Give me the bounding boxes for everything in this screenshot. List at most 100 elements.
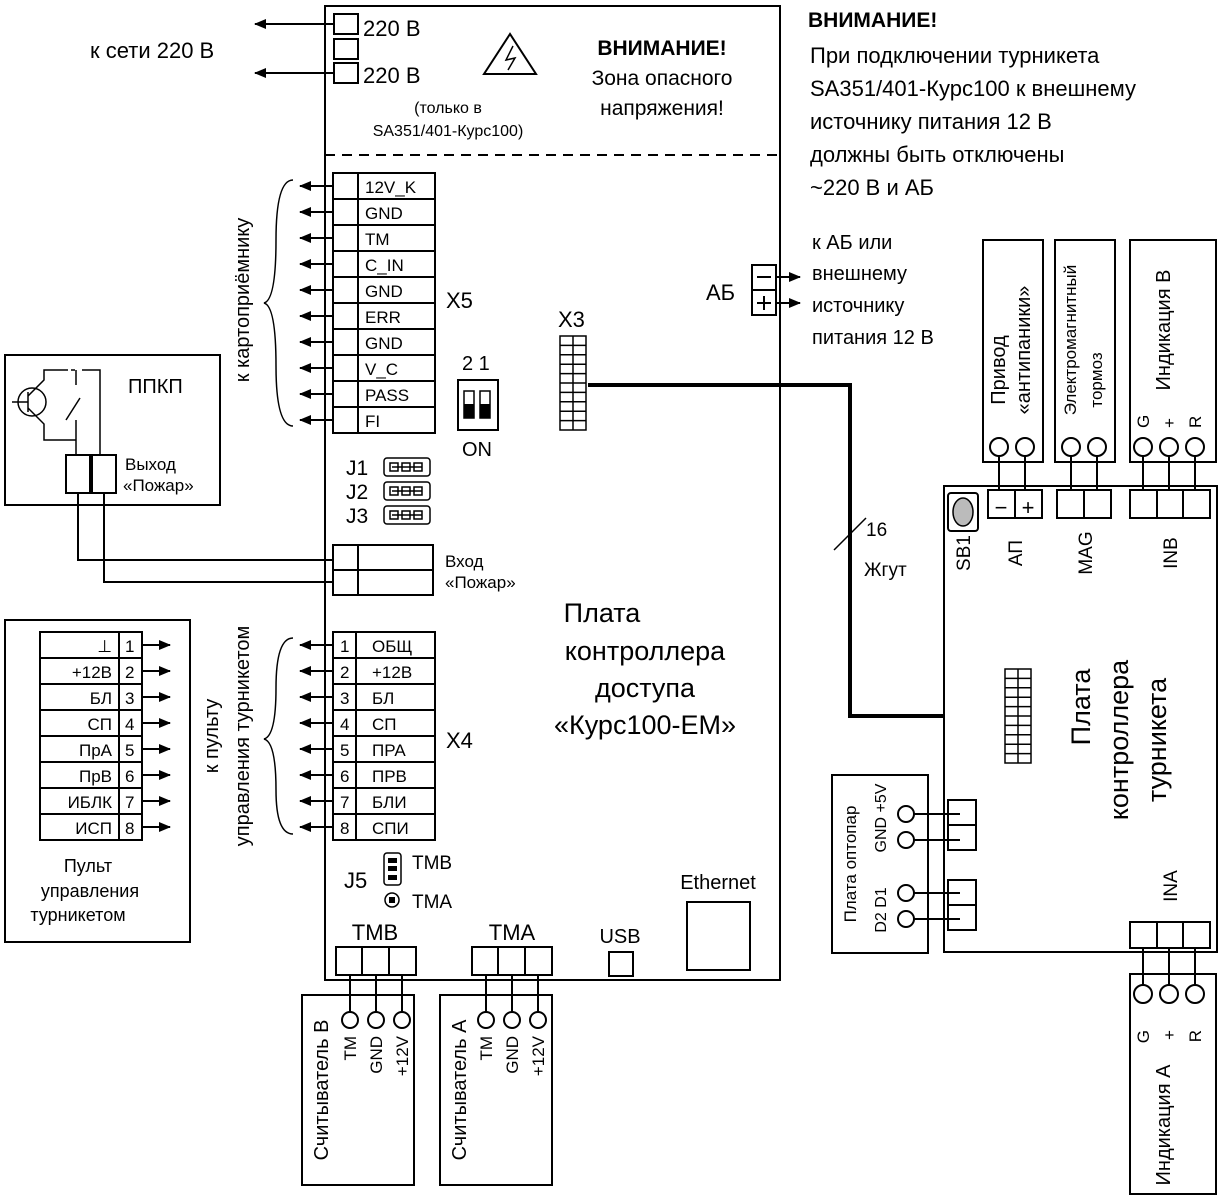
x4-pin-label: ОБЩ bbox=[372, 637, 412, 656]
x4-destination-label-2: управления турникетом bbox=[232, 626, 254, 846]
panel-pin-label: ⊥ bbox=[97, 637, 112, 656]
x4-pin-label: БЛ bbox=[372, 689, 394, 708]
x5-pin-label: PASS bbox=[365, 386, 409, 405]
indication-b: Индикация В G+R bbox=[1129, 239, 1217, 490]
opto-top-pins: GND +5V bbox=[873, 783, 890, 852]
turnstile-label-3: турникета bbox=[1142, 677, 1172, 802]
panel-pin-number: 5 bbox=[125, 741, 134, 760]
controller-label-2: контроллера bbox=[565, 636, 726, 666]
ppkp-output-label-1: Выход bbox=[125, 455, 176, 474]
x5-label: X5 bbox=[446, 288, 473, 313]
brake-label-1: Электромагнитный bbox=[1061, 265, 1080, 415]
power-terminals: 220 В 220 В к сети 220 В (только в SA351… bbox=[90, 13, 524, 140]
reader-pin-label: +12V bbox=[529, 1035, 548, 1076]
opto-bottom-pins: D2 D1 bbox=[873, 887, 890, 932]
indication-b-pin: + bbox=[1160, 418, 1179, 428]
x5-connector: X5 к картоприёмнику 12V_KGNDTMC_INGNDERR… bbox=[232, 172, 473, 434]
reader-b-label: Считыватель В bbox=[311, 1020, 333, 1161]
reader-pin-label: TM bbox=[477, 1036, 496, 1061]
turnstile-label-1: Плата bbox=[1066, 668, 1096, 746]
x5-pin-label: GND bbox=[365, 204, 403, 223]
ppkp-label: ППКП bbox=[128, 376, 183, 398]
x4-pin-number: 2 bbox=[340, 663, 349, 682]
reader-a-label: Считыватель А bbox=[449, 1019, 471, 1160]
x4-pin-number: 5 bbox=[340, 741, 349, 760]
panel-pin-label: БЛ bbox=[90, 689, 112, 708]
warning-line-5: ~220 В и АБ bbox=[810, 175, 934, 200]
fire-input-label-2: «Пожар» bbox=[445, 573, 516, 592]
brake-label-2: тормоз bbox=[1087, 352, 1106, 407]
sb1-label: SB1 bbox=[954, 535, 975, 571]
reader-pin-label: +12V bbox=[393, 1035, 412, 1076]
fire-input-connector: Вход «Пожар» bbox=[332, 544, 516, 596]
danger-warning: ВНИМАНИЕ! Зона опасного напряжения! bbox=[482, 32, 732, 120]
usb-port bbox=[608, 951, 634, 977]
panel-pin-label: +12В bbox=[72, 663, 112, 682]
x4-pin-number: 3 bbox=[340, 689, 349, 708]
x4-pin-number: 1 bbox=[340, 637, 349, 656]
battery-dest-4: питания 12 В bbox=[812, 327, 934, 349]
danger-line-2: напряжения! bbox=[600, 97, 724, 120]
usb-label: USB bbox=[599, 926, 640, 948]
jumper-j5: J5 TMB TMA bbox=[344, 852, 452, 913]
panel-pin-number: 7 bbox=[125, 793, 134, 812]
jumper-label: J1 bbox=[346, 457, 368, 480]
electromagnetic-brake: Электромагнитный тормоз bbox=[1054, 239, 1116, 490]
panel-pin-number: 1 bbox=[125, 637, 134, 656]
x4-pin-number: 7 bbox=[340, 793, 349, 812]
x4-pin-label: СП bbox=[372, 715, 397, 734]
panel-pin-label: ИБЛК bbox=[68, 793, 113, 812]
x4-pin-label: ПРВ bbox=[372, 767, 407, 786]
reader-a: Считыватель А TM GND +12V bbox=[439, 975, 553, 1186]
power-note-1: (только в bbox=[414, 100, 482, 117]
ppkp-device: ППКП Выход «Пожар» bbox=[4, 354, 221, 506]
power-terminal-1-label: 220 В bbox=[363, 16, 421, 41]
controller-label-4: «Курс100-ЕМ» bbox=[554, 710, 736, 740]
opto-label: Плата оптопар bbox=[841, 806, 860, 923]
controller-label-1: Плата bbox=[564, 598, 642, 628]
indication-a-pin: + bbox=[1160, 1030, 1179, 1040]
reader-pin-label: GND bbox=[503, 1036, 522, 1074]
power-note-2: SA351/401-Курс100) bbox=[373, 123, 524, 140]
x5-pin-label: V_C bbox=[365, 360, 398, 379]
panel-pin-label: ПрВ bbox=[79, 767, 112, 786]
panel-pin-number: 8 bbox=[125, 819, 134, 838]
ppkp-output-label-2: «Пожар» bbox=[123, 476, 194, 495]
panel-pin-label: ИСП bbox=[75, 819, 112, 838]
dip-switch-on-label: ON bbox=[462, 439, 492, 461]
battery-connector: АБ к АБ или внешнему источнику питания 1… bbox=[706, 232, 934, 349]
warning-line-4: должны быть отключены bbox=[810, 142, 1065, 167]
mains-label: к сети 220 В bbox=[90, 38, 214, 63]
j5-tma-label: TMA bbox=[412, 892, 452, 913]
harness-count: 16 bbox=[866, 520, 887, 541]
battery-dest-3: источнику bbox=[812, 295, 904, 317]
warning-line-2: SA351/401-Курс100 к внешнему bbox=[810, 76, 1136, 101]
battery-dest-2: внешнему bbox=[812, 263, 907, 285]
x5-pin-label: TM bbox=[365, 230, 390, 249]
jumper-label: J3 bbox=[346, 505, 368, 528]
indication-b-label: Индикация В bbox=[1153, 270, 1175, 391]
controller-label-3: доступа bbox=[595, 673, 696, 703]
indication-b-pin: R bbox=[1186, 416, 1205, 428]
high-voltage-icon bbox=[482, 32, 538, 75]
antipanic-drive: Привод «антипаники» bbox=[982, 239, 1044, 490]
dip-switch-numbers: 2 1 bbox=[462, 353, 490, 375]
x4-pin-label: +12В bbox=[372, 663, 412, 682]
drive-label-1: Привод bbox=[988, 335, 1010, 405]
tmb-port-label: TMB bbox=[352, 920, 398, 945]
x3-connector: X3 bbox=[558, 307, 587, 431]
panel-pin-number: 4 bbox=[125, 715, 134, 734]
indication-a-pin: R bbox=[1186, 1030, 1205, 1042]
panel-pin-label: СП bbox=[88, 715, 113, 734]
warning-line-3: источнику питания 12 В bbox=[810, 109, 1052, 134]
x5-destination-label: к картоприёмнику bbox=[232, 218, 254, 383]
ap-minus: − bbox=[995, 495, 1008, 520]
panel-label-2: управления bbox=[41, 881, 139, 901]
x4-brace bbox=[263, 637, 294, 835]
panel-label-1: Пульт bbox=[64, 856, 112, 876]
reader-pin-label: GND bbox=[367, 1036, 386, 1074]
warning-title: ВНИМАНИЕ! bbox=[808, 9, 937, 32]
